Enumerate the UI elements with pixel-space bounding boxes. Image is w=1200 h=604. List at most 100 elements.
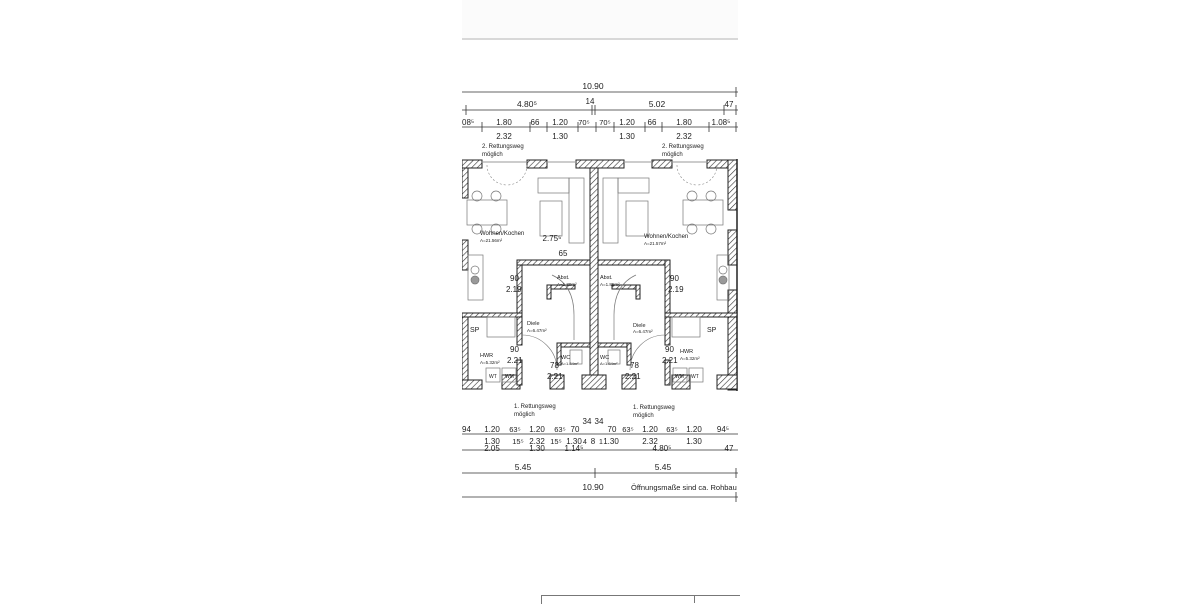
- dim-label: 1.30: [603, 437, 619, 446]
- escape-route-note: 1. Rettungsweg: [633, 405, 675, 411]
- floor-plan-drawing: 10.90 4.80⁵ 14 5.02 47 08⁵ 1.80 66 1.20 …: [462, 81, 738, 502]
- dim-label: 1.30: [529, 444, 545, 453]
- room-area-living-left: A=21.56m²: [480, 238, 503, 243]
- room-area-hall-left: A=6.47m²: [527, 328, 547, 333]
- previous-page-edge: [462, 0, 738, 40]
- dim-label: 63⁵: [509, 425, 520, 434]
- dim-label: 1: [599, 439, 603, 446]
- room-name-utility-left: HWR: [480, 353, 493, 359]
- door-swings: [486, 164, 718, 186]
- dim-label: 70: [608, 425, 617, 434]
- dim-label: 4.80⁵: [653, 444, 672, 453]
- dim-label: 1.20: [686, 425, 702, 434]
- room-area-utility-right: A=5.32m²: [680, 356, 700, 361]
- dryer-label: WT: [489, 374, 497, 380]
- door-dim: 2.21: [547, 372, 563, 381]
- dim-label: 63⁵: [666, 425, 677, 434]
- escape-route-note: möglich: [662, 152, 683, 158]
- dim-label: 1.30: [619, 132, 635, 141]
- dim-label: 1.80: [496, 118, 512, 127]
- door-dim: 2.21: [625, 372, 641, 381]
- dim-label: 65: [559, 249, 568, 258]
- dim-label: 63⁵: [554, 425, 565, 434]
- room-name-living-left: Wohnen/Kochen: [480, 231, 524, 237]
- escape-route-note: 2. Rettungsweg: [662, 144, 704, 150]
- dim-label: 2.05: [484, 444, 500, 453]
- furniture: [466, 177, 730, 383]
- escape-route-note: 1. Rettungsweg: [514, 404, 556, 410]
- door-dim: 2.19: [668, 285, 684, 294]
- escape-route-note: möglich: [482, 152, 503, 158]
- door-dim: 78: [550, 361, 559, 370]
- dim-top-47: 47: [725, 100, 734, 109]
- dim-total-bottom: 10.90: [582, 482, 604, 492]
- door-dim: 2.19: [506, 285, 522, 294]
- dim-label: 1.80: [676, 118, 692, 127]
- next-page-divider: [694, 595, 695, 603]
- room-area-wc-left: A=1.84m²: [561, 361, 579, 366]
- room-name-hall-left: Diele: [527, 321, 540, 327]
- storage-label: SP: [470, 327, 480, 334]
- walls: [462, 159, 738, 391]
- dim-label: 5.45: [655, 462, 672, 472]
- dim-label: 1.20: [529, 425, 545, 434]
- room-area-landing-left: A=1.39m²: [557, 282, 577, 287]
- dim-top-14: 14: [586, 97, 595, 106]
- dim-label: 5.45: [515, 462, 532, 472]
- room-area-utility-left: A=5.32m²: [480, 360, 500, 365]
- dim-label: 1.20: [552, 118, 568, 127]
- door-arcs: [521, 334, 666, 371]
- door-dim: 2.21: [662, 356, 678, 365]
- room-area-landing-right: A=1.85m²: [600, 282, 620, 287]
- dim-label: 34: [595, 417, 604, 426]
- room-area-living-right: A=21.57m²: [644, 241, 667, 246]
- dim-label: 1.30: [484, 437, 500, 446]
- dim-label: 66: [531, 118, 540, 127]
- opening-dimensions-note: Öffnungsmaße sind ca. Rohbau: [631, 483, 737, 492]
- floor-plan-page: 10.90 4.80⁵ 14 5.02 47 08⁵ 1.80 66 1.20 …: [462, 75, 738, 505]
- dim-label: 15⁵: [512, 437, 523, 446]
- dim-label: 1.30: [686, 437, 702, 446]
- dim-top-right: 5.02: [649, 99, 666, 109]
- dim-label: 70⁵: [599, 118, 610, 127]
- room-name-utility-right: HWR: [680, 349, 693, 355]
- dim-label: 1.20: [642, 425, 658, 434]
- dim-label: 34: [583, 417, 592, 426]
- dim-label: 8: [591, 437, 596, 446]
- room-name-landing-left: Abst.: [557, 275, 570, 281]
- dim-label: 94: [462, 425, 471, 434]
- door-dim: 90: [510, 274, 519, 283]
- dim-total-top: 10.90: [582, 81, 604, 91]
- washer-label: WM: [505, 374, 514, 380]
- dim-label: 08⁵: [462, 118, 474, 127]
- dim-label: 2.32: [496, 132, 512, 141]
- room-name-wc-right: WC: [600, 355, 609, 361]
- door-dim: 2.21: [507, 356, 523, 365]
- dim-label: 1.14⁵: [565, 444, 584, 453]
- dim-label: 4: [583, 439, 587, 446]
- dim-label: 2.32: [676, 132, 692, 141]
- dim-label: 66: [648, 118, 657, 127]
- bottom-dimensions: [462, 433, 738, 502]
- dim-label: 63⁵: [622, 425, 633, 434]
- room-area-hall-right: A=6.47m²: [633, 329, 653, 334]
- escape-route-note: möglich: [514, 412, 535, 418]
- dim-label: 2.75⁵: [543, 234, 562, 243]
- dim-label: 1.30: [566, 437, 582, 446]
- room-area-wc-right: A=1.84m²: [600, 361, 618, 366]
- door-dim: 90: [670, 274, 679, 283]
- room-name-landing-right: Abst.: [600, 275, 613, 281]
- door-dim: 90: [665, 345, 674, 354]
- door-dim: 78: [630, 361, 639, 370]
- dim-label: 1.20: [484, 425, 500, 434]
- washer-label: WM: [675, 374, 684, 380]
- dim-label: 1.20: [619, 118, 635, 127]
- storage-label: SP: [707, 327, 717, 334]
- dryer-label: WT: [691, 374, 699, 380]
- dim-label: 2.32: [642, 437, 658, 446]
- door-dim: 90: [510, 345, 519, 354]
- room-name-wc-left: WC: [561, 355, 570, 361]
- dim-label: 94⁵: [717, 425, 729, 434]
- dim-label: 47: [725, 444, 734, 453]
- dim-label: 2.32: [529, 437, 545, 446]
